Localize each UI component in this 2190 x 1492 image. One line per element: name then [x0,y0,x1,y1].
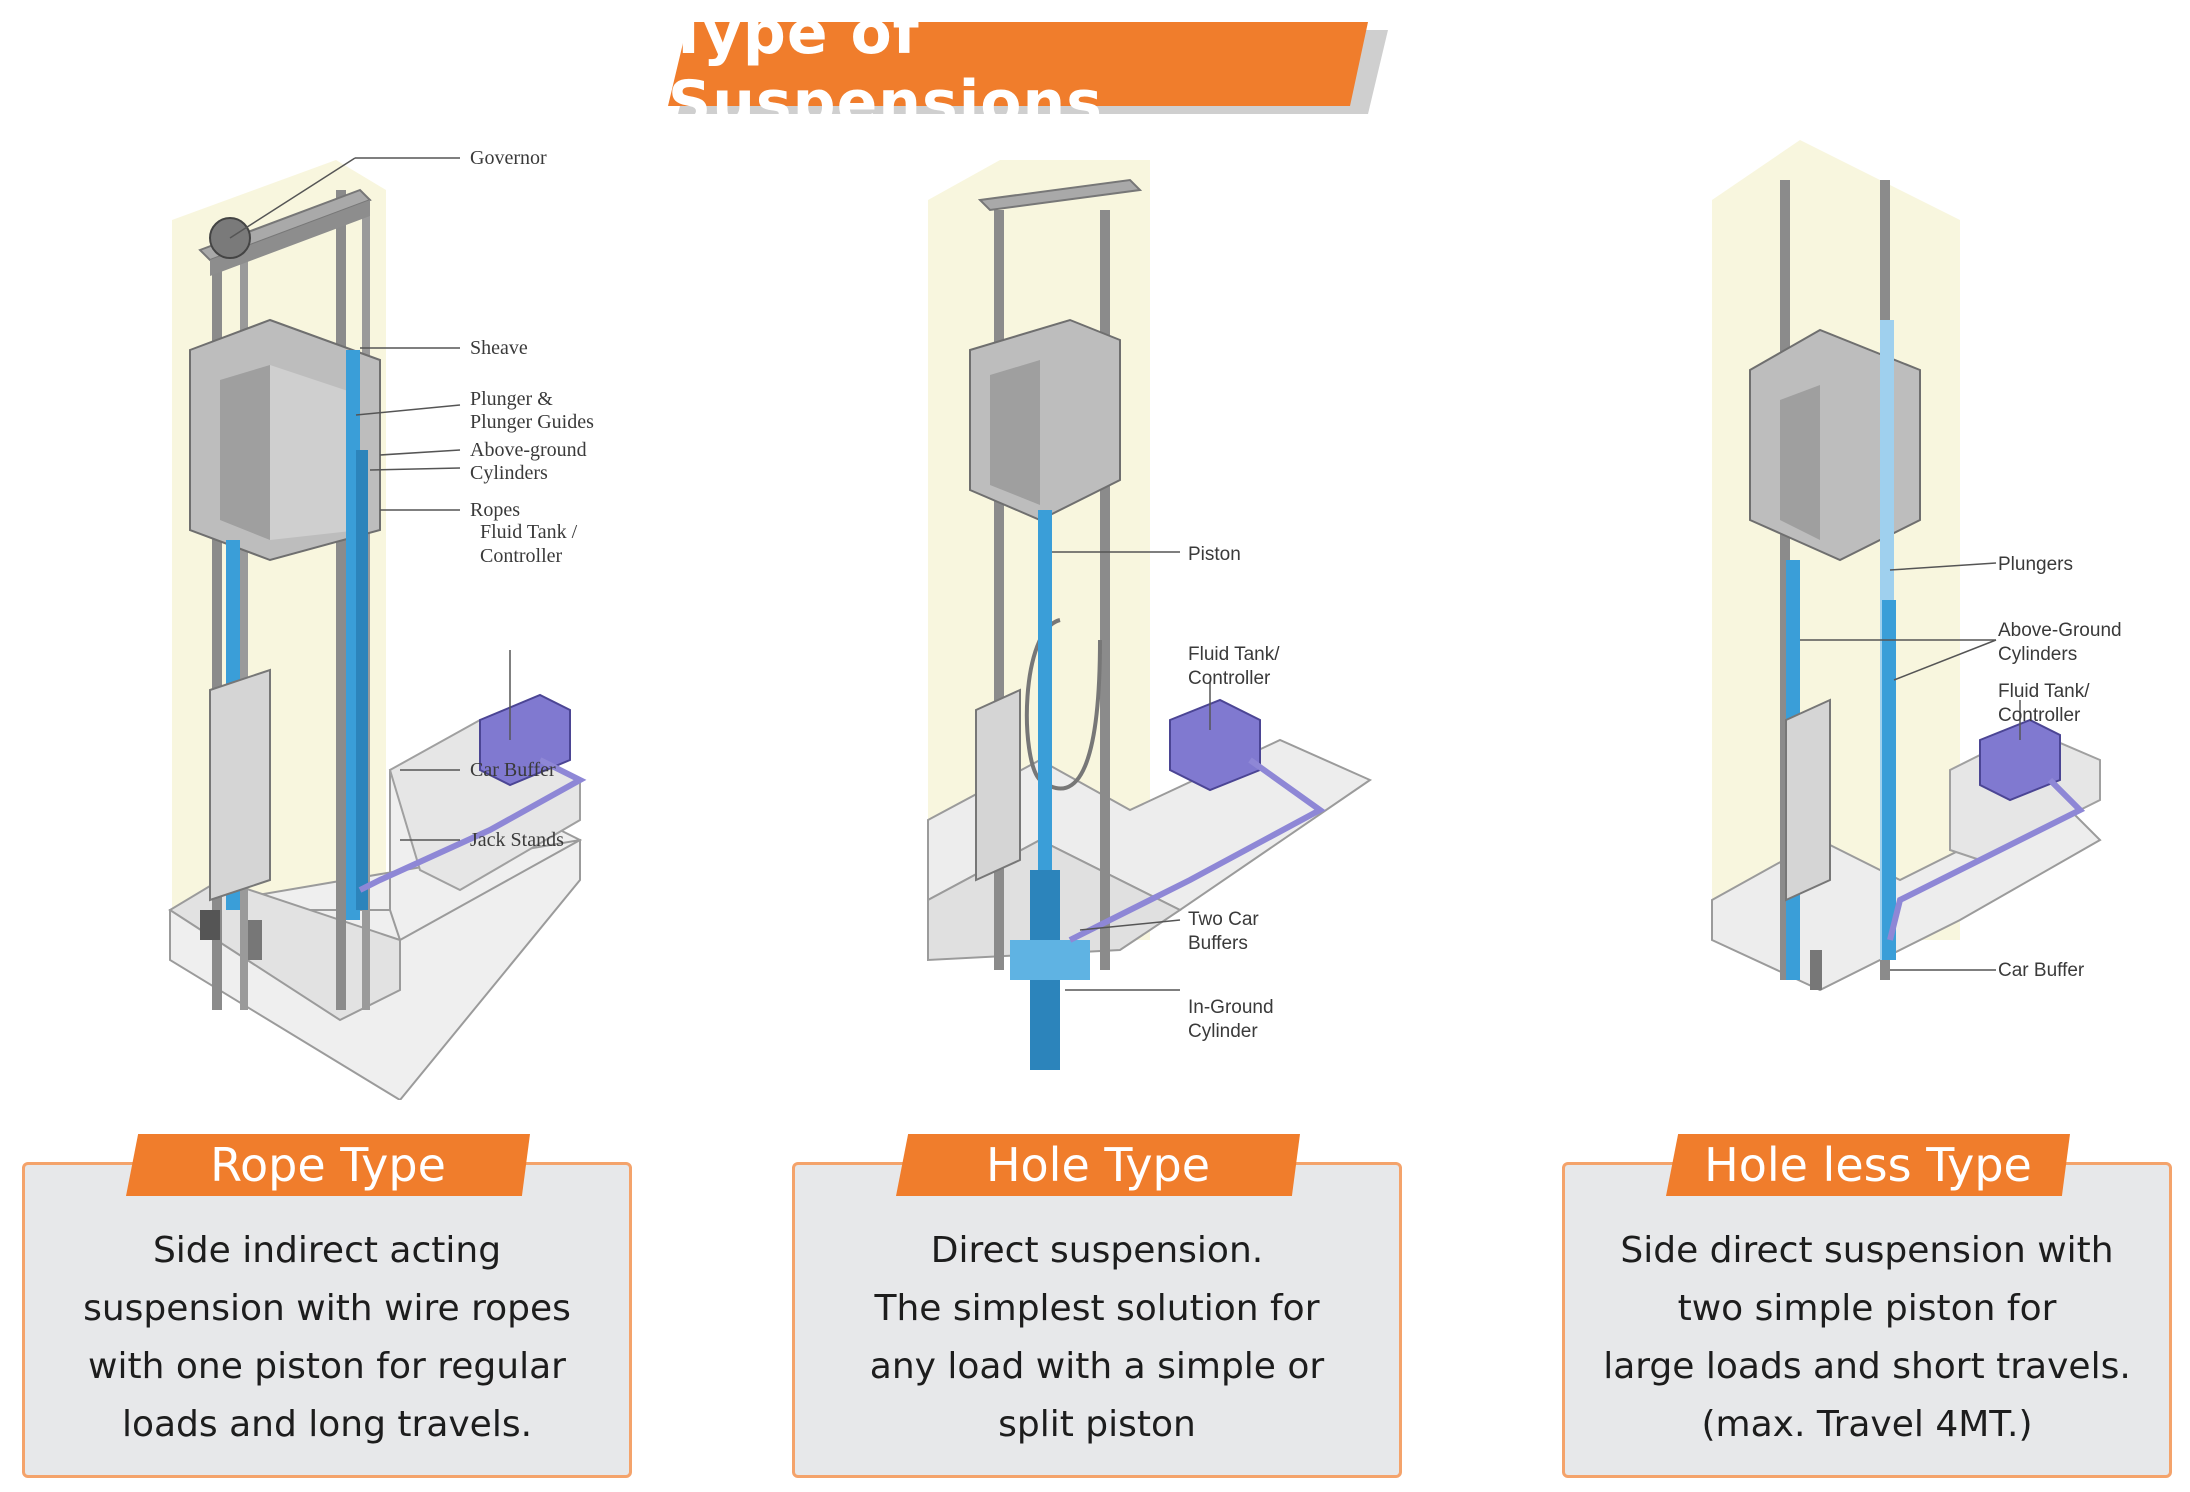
holeless-line-3: large loads and short travels. [1603,1346,2131,1387]
hole-less-type-card [1562,1162,2172,1478]
label-ropes: Ropes [470,499,520,521]
label-cylinders-2: Cylinders [1998,644,2077,665]
label-inground-1: In-Ground [1188,997,1274,1018]
label-buffers-2: Buffers [1188,933,1248,954]
label-plungers: Plungers [1998,554,2073,575]
label-cylinders-1: Above-ground [470,439,587,461]
rope-type-card [22,1162,632,1478]
rope-type-diagram: Governor Sheave Plunger & Plunger Guides… [168,147,594,1100]
label-plunger-2: Plunger Guides [470,411,594,433]
label-jack-stands: Jack Stands [470,829,564,851]
holeless-line-1: Side direct suspension with [1620,1230,2114,1271]
label-tank-1: Fluid Tank / [480,521,578,543]
hole-less-type-tab: Hole less Type [1666,1134,2070,1196]
hole-less-type-description: Side direct suspension with two simple p… [1562,1222,2172,1462]
hole-type-card [792,1162,1402,1478]
rope-line-2: suspension with wire ropes [83,1288,571,1329]
label-car-buffer: Car Buffer [470,759,556,781]
hole-line-3: any load with a simple or [869,1346,1325,1387]
label-plunger-1: Plunger & [470,388,553,410]
hole-line-1: Direct suspension. [930,1230,1264,1271]
holeless-line-2: two simple piston for [1677,1288,2057,1329]
hole-type-description: Direct suspension. The simplest solution… [792,1222,1402,1462]
label-piston: Piston [1188,544,1241,565]
label-inground-2: Cylinder [1188,1021,1258,1042]
label-car-buffer: Car Buffer [1998,960,2085,981]
label-cylinders-2: Cylinders [470,462,548,484]
label-governor: Governor [470,147,547,169]
hole-type-diagram: Piston Fluid Tank/ Controller Two Car Bu… [927,160,1373,1070]
title-banner [668,22,1388,114]
label-buffers-1: Two Car [1188,909,1259,930]
label-tank-1: Fluid Tank/ [1188,644,1280,665]
rope-line-3: with one piston for regular [88,1346,566,1387]
page-title: Type of Suspensions [668,0,1103,138]
hole-line-2: The simplest solution for [874,1288,1320,1329]
label-sheave: Sheave [470,337,528,359]
label-tank-2: Controller [1188,668,1271,689]
rope-type-tab: Rope Type [126,1134,530,1196]
holeless-line-4: (max. Travel 4MT.) [1701,1404,2033,1445]
rope-line-1: Side indirect acting [152,1230,502,1271]
label-cylinders-1: Above-Ground [1998,620,2122,641]
label-tank-2: Controller [1998,705,2081,726]
label-tank-2: Controller [480,545,563,567]
rope-line-4: loads and long travels. [121,1404,533,1445]
hole-less-type-diagram: Plungers Above-Ground Cylinders Fluid Ta… [1711,140,2122,992]
rope-type-description: Side indirect acting suspension with wir… [22,1222,632,1462]
hole-line-4: split piston [998,1404,1196,1445]
label-tank-1: Fluid Tank/ [1998,681,2090,702]
hole-type-tab: Hole Type [896,1134,1300,1196]
